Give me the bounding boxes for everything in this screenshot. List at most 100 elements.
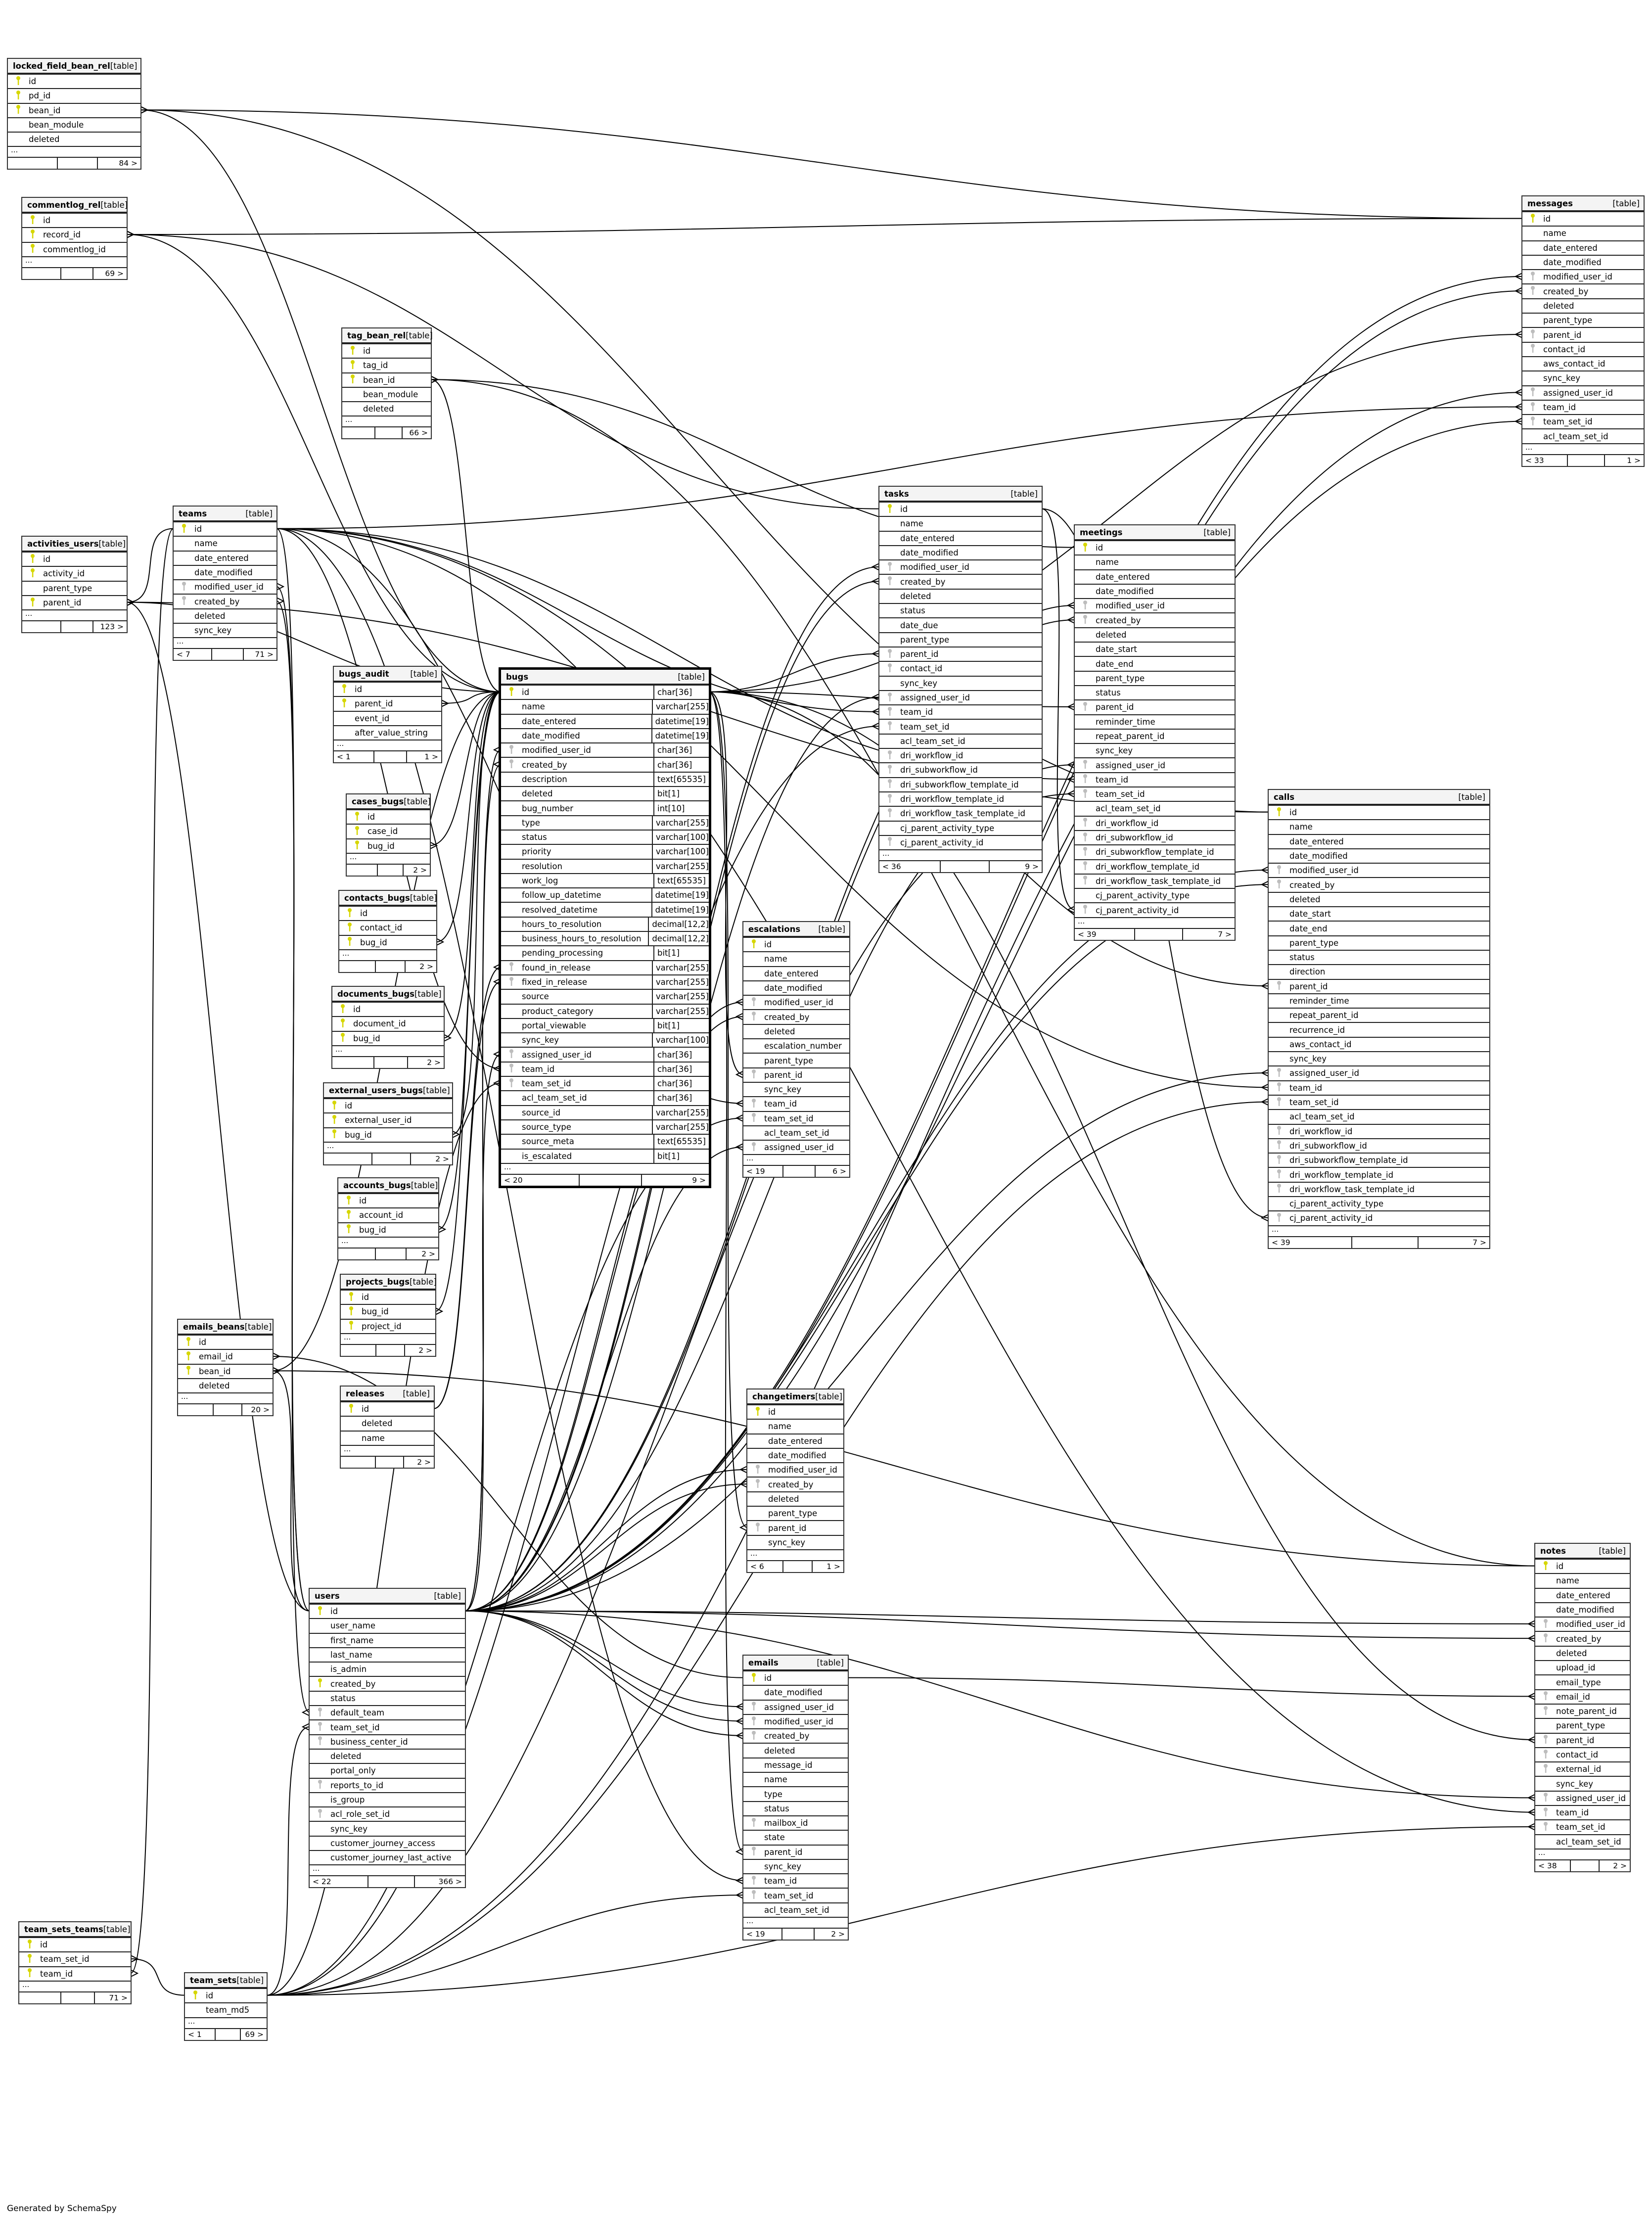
column-row[interactable]: created_by: [174, 594, 276, 608]
column-row[interactable]: name: [1075, 555, 1235, 569]
column-row[interactable]: cj_parent_activity_id: [879, 834, 1042, 849]
column-row[interactable]: bug_id: [341, 1304, 435, 1318]
column-row[interactable]: mailbox_id: [743, 1815, 848, 1830]
column-row[interactable]: id: [347, 809, 430, 824]
column-row[interactable]: assigned_user_id: [743, 1699, 848, 1714]
column-row[interactable]: tag_id: [342, 358, 431, 372]
column-row[interactable]: recurrence_id: [1269, 1022, 1489, 1036]
column-row[interactable]: dri_subworkflow_id: [1269, 1138, 1489, 1153]
column-row[interactable]: event_id: [334, 710, 441, 725]
child-count[interactable]: 1 >: [1627, 456, 1641, 465]
child-count[interactable]: 20 >: [251, 1405, 270, 1415]
column-row[interactable]: dri_workflow_task_template_id: [1269, 1181, 1489, 1196]
column-row[interactable]: team_id: [1535, 1805, 1630, 1819]
column-row[interactable]: id: [338, 1193, 438, 1207]
column-row[interactable]: deleted: [1075, 627, 1235, 642]
column-row[interactable]: team_id: [879, 704, 1042, 719]
column-row[interactable]: deleted: [1535, 1645, 1630, 1660]
table-header[interactable]: escalations[table]: [743, 922, 849, 937]
column-row[interactable]: sync_key: [1269, 1051, 1489, 1065]
table-header[interactable]: contacts_bugs[table]: [339, 891, 437, 906]
parent-count[interactable]: [324, 1154, 371, 1164]
column-row[interactable]: parent_id: [1522, 327, 1644, 341]
column-row[interactable]: email_id: [1535, 1689, 1630, 1704]
column-row[interactable]: dri_workflow_id: [1269, 1123, 1489, 1138]
column-row[interactable]: cj_parent_activity_type: [1075, 888, 1235, 902]
column-row[interactable]: name: [879, 516, 1042, 530]
column-row[interactable]: date_entered: [1535, 1587, 1630, 1602]
column-row[interactable]: reminder_time: [1075, 714, 1235, 729]
child-count[interactable]: 69 >: [245, 2030, 264, 2039]
column-row[interactable]: acl_team_set_id: [1269, 1109, 1489, 1123]
column-row[interactable]: sync_key: [174, 623, 276, 637]
parent-count[interactable]: < 20: [504, 1175, 523, 1185]
column-row[interactable]: dri_workflow_template_id: [1075, 859, 1235, 874]
column-row[interactable]: project_id: [341, 1318, 435, 1333]
column-row[interactable]: parent_id: [747, 1520, 843, 1534]
column-row[interactable]: name: [174, 536, 276, 550]
column-row[interactable]: parent_id: [1269, 978, 1489, 993]
column-row[interactable]: bean_id: [342, 372, 431, 387]
column-row[interactable]: date_entered: [174, 550, 276, 565]
column-row[interactable]: id: [342, 343, 431, 358]
column-row[interactable]: status: [743, 1801, 848, 1815]
parent-count[interactable]: [342, 427, 374, 438]
column-row[interactable]: customer_journey_access: [310, 1835, 465, 1850]
table-header[interactable]: users[table]: [310, 1589, 465, 1604]
column-row[interactable]: bug_id: [339, 934, 436, 949]
table-header[interactable]: changetimers[table]: [747, 1389, 843, 1404]
column-row[interactable]: contact_id: [1522, 341, 1644, 356]
column-row[interactable]: modified_user_id: [1535, 1617, 1630, 1631]
table-header[interactable]: bugs[table]: [501, 670, 709, 685]
table-header[interactable]: accounts_bugs[table]: [338, 1178, 438, 1193]
parent-count[interactable]: < 19: [746, 1930, 765, 1939]
column-row[interactable]: bug_id: [332, 1030, 444, 1045]
column-row[interactable]: date_entered: [743, 966, 849, 980]
column-row[interactable]: contact_id: [1535, 1747, 1630, 1761]
column-row[interactable]: name: [743, 951, 849, 966]
column-row[interactable]: team_set_id: [743, 1110, 849, 1125]
parent-count[interactable]: < 33: [1525, 456, 1544, 465]
parent-count[interactable]: [22, 268, 60, 279]
column-row[interactable]: assigned_user_id: [879, 690, 1042, 704]
column-row[interactable]: created_by: [1535, 1631, 1630, 1645]
column-row[interactable]: date_entered: [1522, 240, 1644, 255]
table-header[interactable]: notes[table]: [1535, 1544, 1630, 1559]
column-row[interactable]: parent_id: [1075, 699, 1235, 714]
column-row[interactable]: type: [743, 1786, 848, 1801]
column-row[interactable]: email_id: [178, 1349, 273, 1363]
column-row[interactable]: deleted: [1269, 891, 1489, 906]
column-row[interactable]: team_set_id: [1075, 786, 1235, 801]
column-row[interactable]: state: [743, 1830, 848, 1844]
column-row[interactable]: bean_id: [178, 1363, 273, 1378]
column-row[interactable]: bean_id: [8, 102, 140, 117]
column-row[interactable]: sync_key: [1522, 370, 1644, 385]
column-row[interactable]: parent_type: [1269, 935, 1489, 950]
column-row[interactable]: customer_journey_last_active: [310, 1850, 465, 1864]
column-row[interactable]: parent_id: [879, 646, 1042, 661]
parent-count[interactable]: < 6: [750, 1562, 764, 1571]
child-count[interactable]: 1 >: [826, 1562, 840, 1571]
column-row[interactable]: deleted: [1522, 298, 1644, 313]
column-row[interactable]: team_id: [743, 1873, 848, 1888]
column-row[interactable]: sync_key: [743, 1858, 848, 1873]
column-row[interactable]: modified_user_id: [1075, 598, 1235, 612]
parent-count[interactable]: [178, 1404, 213, 1415]
column-row[interactable]: created_by: [1269, 877, 1489, 891]
column-row[interactable]: bean_module: [8, 117, 140, 132]
column-row[interactable]: id: [743, 1670, 848, 1685]
column-row[interactable]: team_set_id: [310, 1719, 465, 1734]
column-row[interactable]: document_id: [332, 1016, 444, 1030]
column-row[interactable]: reports_to_id: [310, 1777, 465, 1792]
parent-count[interactable]: < 39: [1078, 929, 1097, 939]
